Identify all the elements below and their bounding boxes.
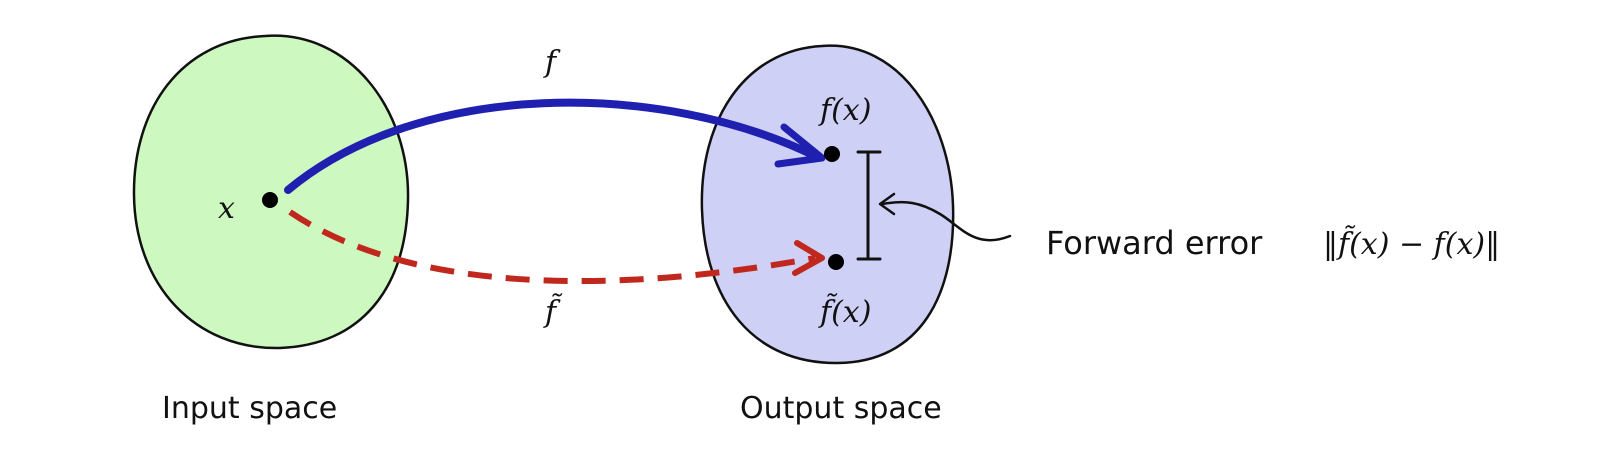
output-space-region xyxy=(700,44,955,365)
mapping-f-arrow xyxy=(284,98,819,194)
exact-output-label: f(x) xyxy=(818,93,871,128)
mapping-ftilde-label: f̃ xyxy=(543,293,563,330)
input-point-label: x xyxy=(218,191,235,226)
annotation-pointer-head xyxy=(878,192,896,216)
error-bar xyxy=(856,150,882,261)
forward-error-label: Forward error xyxy=(1046,224,1263,262)
mapping-f-label: f xyxy=(543,45,561,80)
output-space-label: Output space xyxy=(740,391,942,426)
mapping-ftilde-arrow xyxy=(288,209,816,285)
input-space-region xyxy=(132,34,410,350)
input-point xyxy=(262,192,278,208)
approx-output-point xyxy=(828,254,844,270)
annotation-pointer xyxy=(880,200,1012,242)
mapping-ftilde-arrowhead xyxy=(792,240,825,276)
forward-error-formula: ‖f̃(x) − f(x)‖ xyxy=(1323,225,1500,262)
exact-output-point xyxy=(824,146,840,162)
approx-output-label: f̃(x) xyxy=(818,293,871,330)
mapping-f-arrowhead xyxy=(774,123,826,168)
input-space-label: Input space xyxy=(162,391,337,426)
